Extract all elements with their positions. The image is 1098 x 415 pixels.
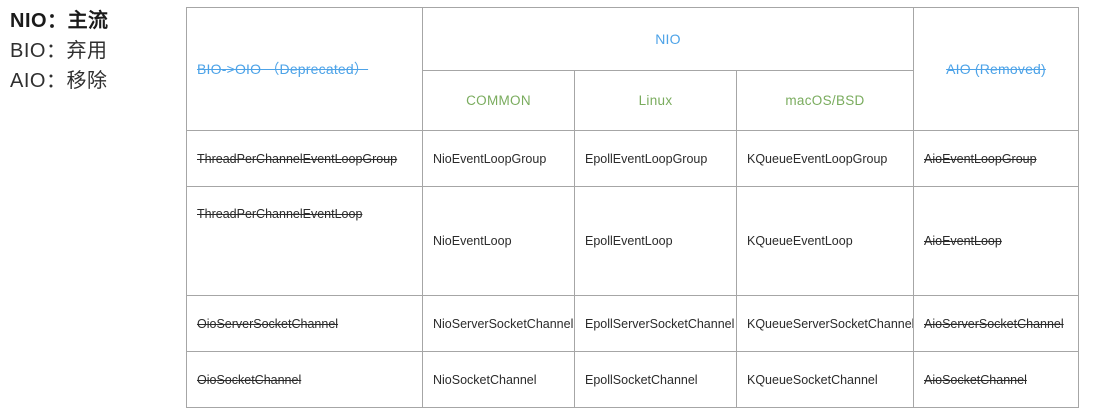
legend-line-nio: NIO：主流 bbox=[10, 6, 175, 36]
cell-aio: AioEventLoop bbox=[913, 186, 1079, 297]
cell-macos: KQueueEventLoop bbox=[736, 186, 914, 297]
header-label-nio: NIO bbox=[655, 31, 681, 48]
cell-text-linux: EpollEventLoopGroup bbox=[585, 151, 708, 166]
cell-aio: AioEventLoopGroup bbox=[913, 130, 1079, 188]
cell-common: NioSocketChannel bbox=[422, 351, 575, 408]
netty-transport-table: BIO->OIO （Deprecated） NIO AIO (Removed) … bbox=[186, 6, 1079, 408]
cell-text-macos: KQueueEventLoop bbox=[747, 234, 853, 249]
legend-value-aio: 移除 bbox=[66, 70, 108, 92]
cell-text-common: NioSocketChannel bbox=[433, 372, 537, 387]
cell-text-linux: EpollSocketChannel bbox=[585, 372, 698, 387]
cell-text-bio: OioServerSocketChannel bbox=[197, 316, 339, 331]
cell-text-linux: EpollEventLoop bbox=[585, 234, 673, 249]
cell-linux: EpollSocketChannel bbox=[574, 351, 737, 408]
cell-bio: ThreadPerChannelEventLoopGroup bbox=[186, 130, 423, 188]
cell-linux: EpollEventLoopGroup bbox=[574, 130, 737, 188]
cell-text-linux: EpollServerSocketChannel bbox=[585, 316, 735, 331]
cell-text-common: NioServerSocketChannel bbox=[433, 316, 574, 331]
table-row: OioServerSocketChannel NioServerSocketCh… bbox=[186, 295, 1079, 353]
cell-linux: EpollEventLoop bbox=[574, 186, 737, 297]
legend-value-bio: 弃用 bbox=[66, 40, 108, 62]
cell-text-macos: KQueueSocketChannel bbox=[747, 372, 878, 387]
table-row: ThreadPerChannelEventLoopGroup NioEventL… bbox=[186, 130, 1079, 188]
cell-text-bio: OioSocketChannel bbox=[197, 372, 302, 387]
header-cell-nio: NIO bbox=[422, 6, 914, 72]
cell-linux: EpollServerSocketChannel bbox=[574, 295, 737, 353]
netty-transport-table-wrapper: BIO->OIO （Deprecated） NIO AIO (Removed) … bbox=[186, 6, 1079, 408]
legend-line-bio: BIO：弃用 bbox=[10, 36, 175, 66]
subheader-cell-linux: Linux bbox=[574, 70, 737, 132]
legend-key-bio: BIO： bbox=[10, 40, 67, 62]
cell-text-common: NioEventLoop bbox=[433, 234, 512, 249]
header-cell-aio: AIO (Removed) bbox=[913, 6, 1079, 132]
table-row: ThreadPerChannelEventLoop NioEventLoop E… bbox=[186, 186, 1079, 297]
cell-bio: OioServerSocketChannel bbox=[186, 295, 423, 353]
cell-macos: KQueueEventLoopGroup bbox=[736, 130, 914, 188]
cell-aio: AioServerSocketChannel bbox=[913, 295, 1079, 353]
cell-common: NioEventLoop bbox=[422, 186, 575, 297]
cell-text-common: NioEventLoopGroup bbox=[433, 151, 547, 166]
cell-common: NioServerSocketChannel bbox=[422, 295, 575, 353]
cell-text-bio: ThreadPerChannelEventLoop bbox=[197, 207, 363, 222]
cell-bio: ThreadPerChannelEventLoop bbox=[186, 186, 423, 297]
cell-text-aio: AioSocketChannel bbox=[924, 372, 1027, 387]
cell-text-aio: AioEventLoop bbox=[924, 234, 1002, 249]
cell-text-aio: AioEventLoopGroup bbox=[924, 151, 1037, 166]
cell-macos: KQueueServerSocketChannel bbox=[736, 295, 914, 353]
legend-block: NIO：主流 BIO：弃用 AIO：移除 bbox=[10, 6, 175, 96]
table-header-row-primary: BIO->OIO （Deprecated） NIO AIO (Removed) bbox=[186, 6, 1079, 132]
subheader-cell-macos: macOS/BSD bbox=[736, 70, 914, 132]
header-cell-bio: BIO->OIO （Deprecated） bbox=[186, 6, 423, 132]
cell-text-macos: KQueueServerSocketChannel bbox=[747, 316, 914, 331]
subheader-cell-common: COMMON bbox=[422, 70, 575, 132]
header-label-bio: BIO->OIO （Deprecated） bbox=[197, 61, 369, 78]
table-row: OioSocketChannel NioSocketChannel EpollS… bbox=[186, 351, 1079, 408]
table-header-row-sub: COMMON Linux macOS/BSD bbox=[187, 70, 1079, 132]
subheader-label-macos: macOS/BSD bbox=[785, 93, 865, 109]
legend-key-nio: NIO： bbox=[10, 10, 68, 32]
cell-aio: AioSocketChannel bbox=[913, 351, 1079, 408]
cell-macos: KQueueSocketChannel bbox=[736, 351, 914, 408]
legend-value-nio: 主流 bbox=[67, 10, 109, 32]
legend-key-aio: AIO： bbox=[10, 70, 67, 92]
header-label-aio: AIO (Removed) bbox=[946, 61, 1046, 78]
cell-common: NioEventLoopGroup bbox=[422, 130, 575, 188]
subheader-label-linux: Linux bbox=[638, 93, 673, 109]
legend-line-aio: AIO：移除 bbox=[10, 66, 175, 96]
cell-bio: OioSocketChannel bbox=[186, 351, 423, 408]
subheader-label-common: COMMON bbox=[466, 93, 531, 109]
cell-text-bio: ThreadPerChannelEventLoopGroup bbox=[197, 151, 398, 166]
cell-text-aio: AioServerSocketChannel bbox=[924, 316, 1064, 331]
cell-text-macos: KQueueEventLoopGroup bbox=[747, 151, 888, 166]
